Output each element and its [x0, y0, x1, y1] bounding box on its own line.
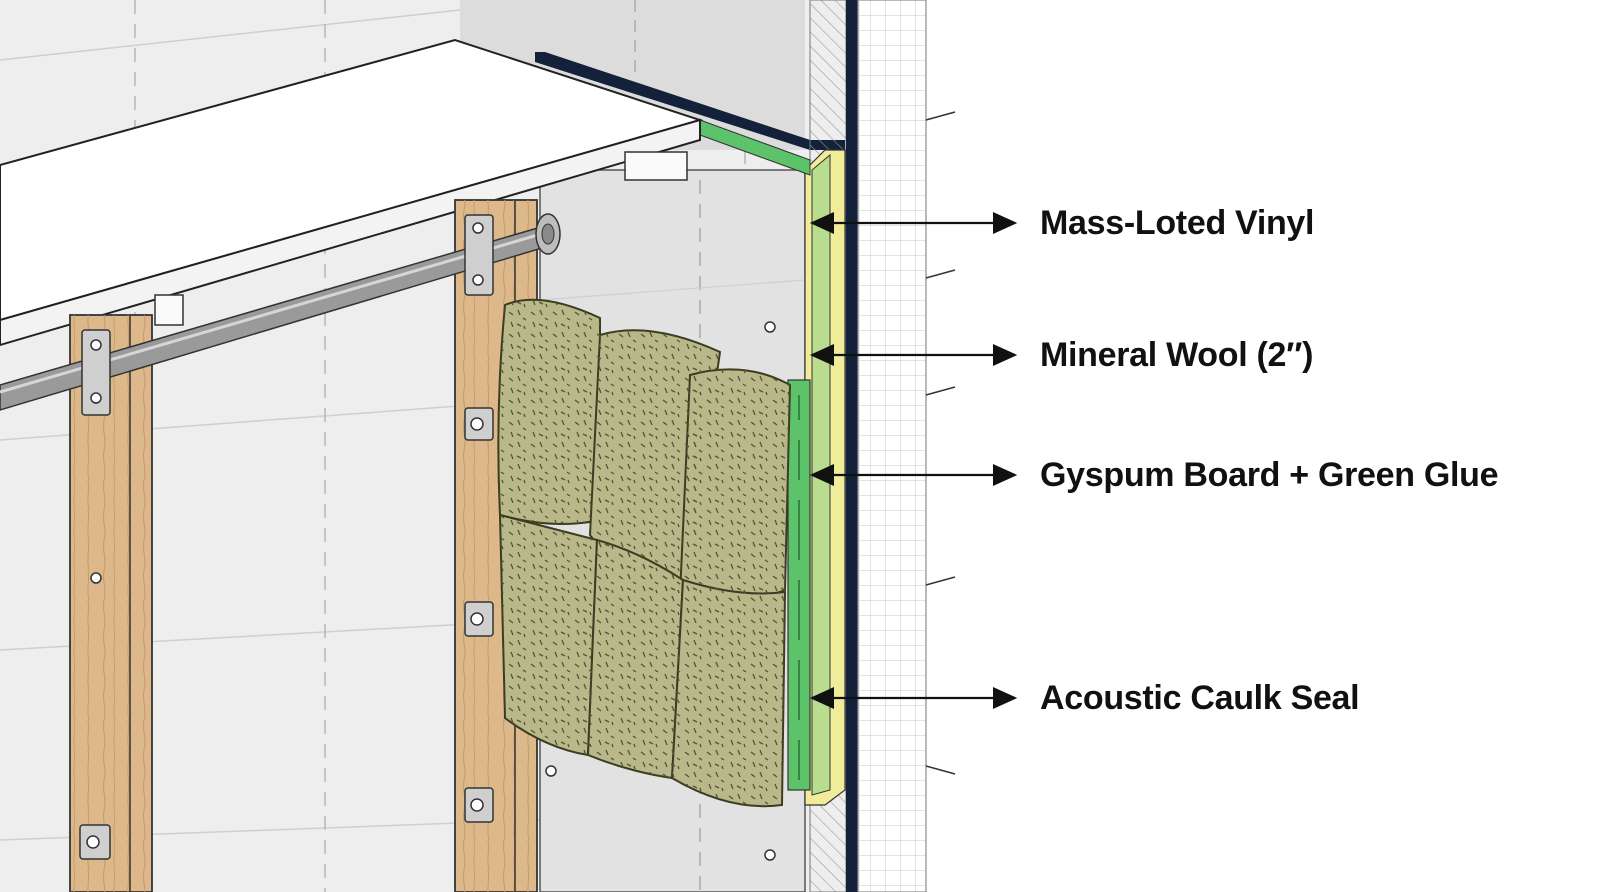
bracket-screws	[86, 222, 776, 861]
callout-label-mineral-wool: Mineral Wool (2″)	[1040, 336, 1314, 374]
callout-arrows	[809, 212, 1018, 709]
callout-label-acoustic-caulk: Acoustic Caulk Seal	[1040, 679, 1360, 717]
mineral-wool-batts	[497, 298, 792, 808]
callout-label-gypsum-green-glue: Gyspum Board + Green Glue	[1040, 456, 1499, 494]
top-plate	[0, 38, 704, 347]
callout-label-mass-loaded-vinyl: Mass-Loted Vinyl	[1040, 204, 1315, 242]
